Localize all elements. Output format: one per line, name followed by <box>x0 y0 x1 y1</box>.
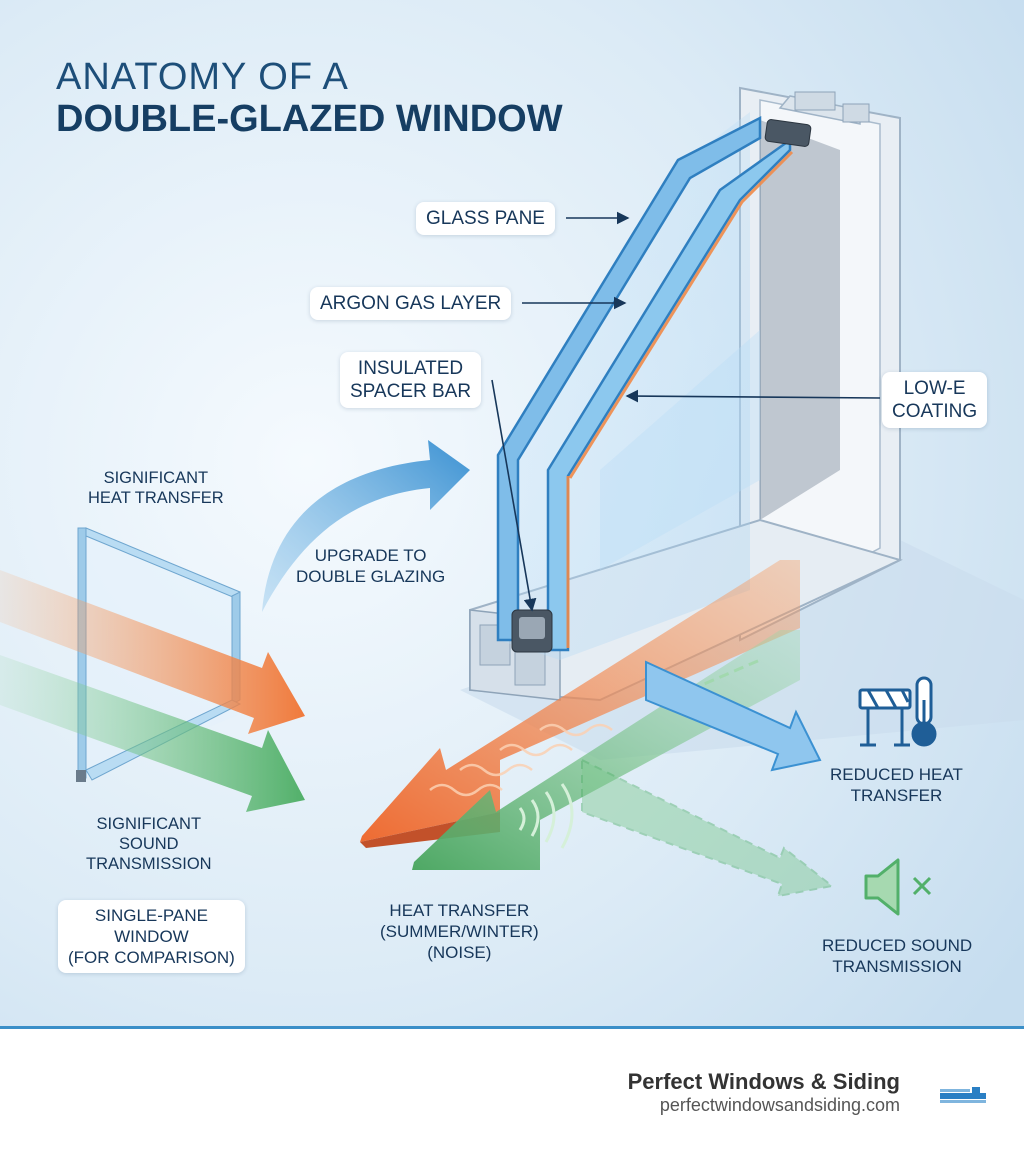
low-e-line-2: COATING <box>892 401 978 422</box>
heat-transfer-arrow <box>360 560 800 842</box>
sound-waves <box>518 783 574 849</box>
comparison-heat-arrow <box>0 570 305 734</box>
reduced-sound-arrow <box>581 758 835 898</box>
spacer-bar-line-2: SPACER BAR <box>350 381 472 402</box>
brand-name: Perfect Windows & Siding <box>627 1069 900 1094</box>
callout-argon-gas-layer: ARGON GAS LAYER <box>310 287 512 320</box>
label-heat-transfer: HEAT TRANSFER (SUMMER/WINTER) (NOISE) <box>380 901 539 962</box>
label-significant-sound: SIGNIFICANT SOUND TRANSMISSION <box>86 815 212 873</box>
low-e-line-1: LOW-E <box>903 378 966 399</box>
reduced-heat-arrow <box>645 660 822 772</box>
heat-waves <box>429 723 613 797</box>
website-link[interactable]: perfectwindowsandsiding.com <box>659 1095 900 1115</box>
callout-glass-pane: GLASS PANE <box>416 202 555 235</box>
label-reduced-sound: REDUCED SOUND TRANSMISSION <box>822 936 973 976</box>
speaker-muted-icon <box>864 858 932 916</box>
comparison-sound-arrow <box>0 655 305 812</box>
title-line-2: DOUBLE-GLAZED WINDOW <box>56 98 563 140</box>
label-single-pane: SINGLE-PANE WINDOW (FOR COMPARISON) <box>58 900 245 973</box>
brand-logo-icon <box>940 1087 986 1103</box>
footer: Perfect Windows & Siding perfectwindowsa… <box>0 1026 1024 1157</box>
callout-low-e-coating: LOW-E COATING <box>882 372 988 428</box>
barrier-thermometer-icon <box>858 676 937 747</box>
spacer-bar-top <box>764 119 812 147</box>
glass-pane-inner <box>546 137 794 652</box>
spacer-bar-line-1: INSULATED <box>357 358 464 379</box>
upgrade-arrow <box>262 440 470 612</box>
callout-spacer-bar: INSULATED SPACER BAR <box>340 352 482 408</box>
label-upgrade: UPGRADE TO DOUBLE GLAZING <box>296 546 446 586</box>
callout-lines <box>491 211 881 612</box>
label-significant-heat: SIGNIFICANT HEAT TRANSFER <box>88 469 224 507</box>
title-line-1: ANATOMY OF A <box>56 56 349 98</box>
label-reduced-heat: REDUCED HEAT TRANSFER <box>830 765 963 805</box>
